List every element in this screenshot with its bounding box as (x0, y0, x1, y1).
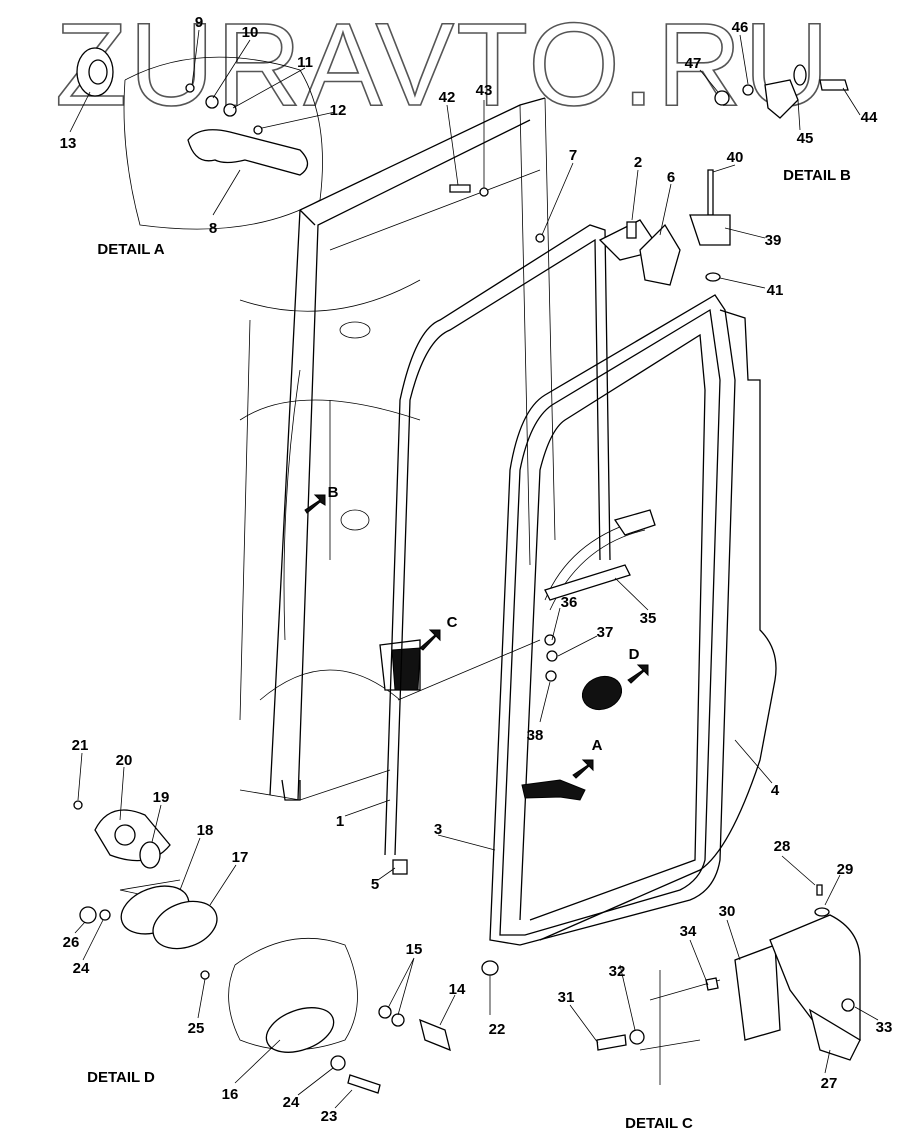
part-d-knob (581, 675, 623, 711)
part-label: 5 (371, 876, 379, 893)
part-label: 41 (767, 282, 784, 299)
part-label: 39 (765, 232, 782, 249)
part-label: 17 (232, 849, 249, 866)
leader-lines (69, 29, 879, 1109)
part-label: 30 (719, 903, 736, 920)
part-label: 36 (561, 594, 578, 611)
part-label: 44 (861, 109, 878, 126)
part-label: 37 (597, 624, 614, 641)
part-label: 31 (558, 989, 575, 1006)
part-label: 27 (821, 1075, 838, 1092)
part-label: 28 (774, 838, 791, 855)
part-label: 4 (771, 782, 780, 799)
part-label: 2 (634, 154, 642, 171)
door-assembly (481, 294, 777, 976)
arrow-label-d: D (629, 646, 640, 663)
part-label: 11 (297, 54, 313, 71)
part-label: 12 (330, 102, 347, 119)
part-label: 8 (209, 220, 217, 237)
part-label: 10 (242, 24, 259, 41)
pointer-arrows (304, 494, 649, 779)
door-seal (384, 224, 611, 875)
cab-frame (239, 97, 556, 801)
part-label: 42 (439, 89, 456, 106)
part-a-handle (521, 779, 586, 801)
detail-c-drawing (596, 884, 861, 1085)
arrow-label-a: A (592, 737, 603, 754)
part-label: 6 (667, 169, 675, 186)
part-label: 7 (569, 147, 577, 164)
part-label: 24 (283, 1094, 300, 1111)
part-label: 15 (406, 941, 423, 958)
arrow-label-b: B (328, 484, 339, 501)
detail-a-drawing (76, 47, 323, 230)
part-label: 33 (876, 1019, 893, 1036)
detail-a-title: DETAIL A (97, 241, 164, 258)
part-label: 35 (640, 610, 657, 627)
part-label: 3 (434, 821, 442, 838)
part-label: 22 (489, 1021, 506, 1038)
part-label: 38 (527, 727, 544, 744)
part-label: 24 (73, 960, 90, 977)
part-label: 29 (837, 861, 854, 878)
part-label: 21 (72, 737, 89, 754)
arrow-label-c: C (447, 614, 458, 631)
part-label: 25 (188, 1020, 205, 1037)
part-label: 16 (222, 1086, 239, 1103)
part-label: 26 (63, 934, 80, 951)
part-label: 46 (732, 19, 749, 36)
watermark: ZURAVTO.RU (55, 0, 831, 131)
part-label: 1 (336, 813, 344, 830)
part-label: 19 (153, 789, 170, 806)
part-label: 14 (449, 981, 466, 998)
part-label: 32 (609, 963, 626, 980)
part-label: 20 (116, 752, 133, 769)
part-label: 43 (476, 82, 493, 99)
part-number-labels: 1 2 3 4 5 6 7 8 9 10 11 12 13 14 15 16 1… (60, 14, 893, 1125)
detail-d-title: DETAIL D (87, 1069, 155, 1086)
part-label: 47 (685, 55, 702, 72)
part-label: 40 (727, 149, 744, 166)
detail-b-drawing (449, 64, 849, 286)
part-label: 13 (60, 135, 77, 152)
detail-c-title: DETAIL C (625, 1115, 693, 1132)
part-label: 23 (321, 1108, 338, 1125)
part-label: 9 (195, 14, 203, 31)
part-label: 18 (197, 822, 214, 839)
detail-b-title: DETAIL B (783, 167, 851, 184)
part-label: 45 (797, 130, 814, 147)
detail-d-drawing (73, 800, 451, 1094)
part-label: 34 (680, 923, 697, 940)
